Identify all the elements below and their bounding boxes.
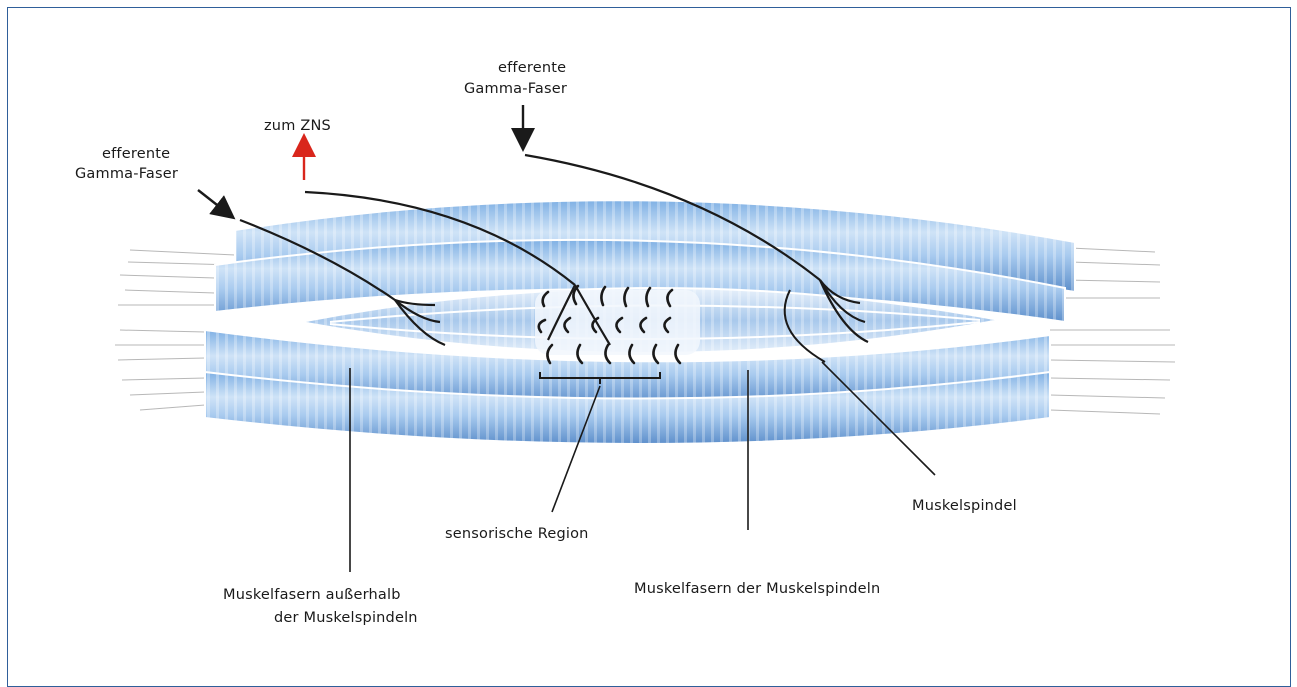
label-extrafusal-line2: der Muskelspindeln <box>274 610 418 626</box>
label-gamma-top-line1: efferente <box>498 60 566 76</box>
label-extrafusal-line1: Muskelfasern außerhalb <box>223 587 401 603</box>
label-gamma-left-line2: Gamma-Faser <box>75 166 178 182</box>
gamma-arrow-left <box>198 190 226 212</box>
label-intrafusal: Muskelfasern der Muskelspindeln <box>634 581 880 597</box>
label-muscle-spindle: Muskelspindel <box>912 498 1017 514</box>
label-zum-zns: zum ZNS <box>264 118 331 134</box>
label-gamma-top-line2: Gamma-Faser <box>464 81 567 97</box>
label-sensory-region: sensorische Region <box>445 526 589 542</box>
label-gamma-left-line1: efferente <box>102 146 170 162</box>
